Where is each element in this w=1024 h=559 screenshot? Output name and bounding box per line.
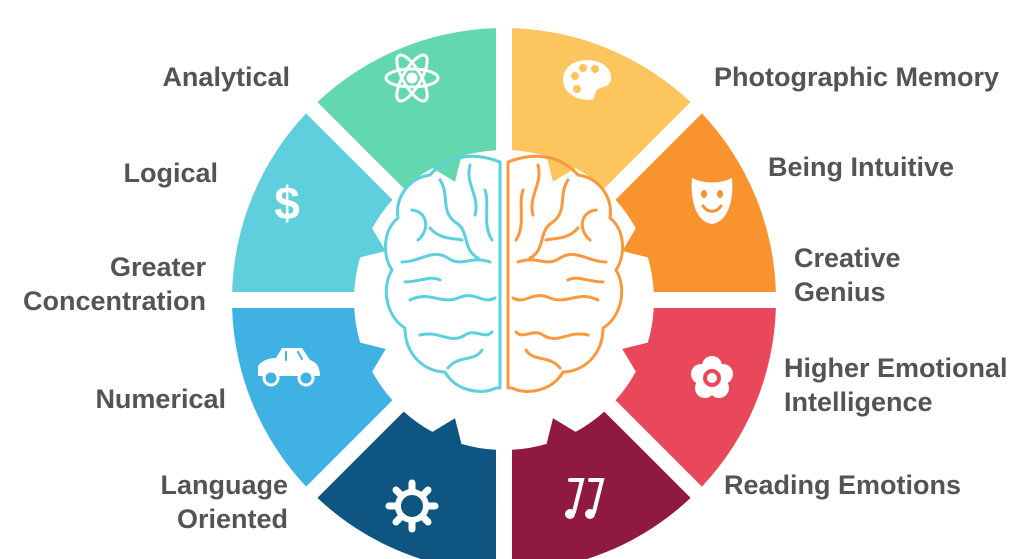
label-higher-emotional-intelligence: Higher Emotional Intelligence (784, 351, 1008, 419)
label-text: Language (160, 470, 288, 500)
label-being-intuitive: Being Intuitive (768, 150, 954, 184)
segment-emotional-intelligence (615, 307, 776, 487)
label-text: Greater (109, 252, 206, 282)
label-text: Creative (794, 243, 901, 273)
label-text: Numerical (95, 384, 226, 414)
label-photographic-memory: Photographic Memory (714, 60, 999, 94)
label-reading-emotions: Reading Emotions (724, 468, 961, 502)
ring-segments (232, 28, 776, 559)
label-creative-genius: Creative Genius (794, 241, 901, 309)
segment-logical (232, 113, 393, 293)
label-text: Being Intuitive (768, 152, 955, 182)
dollar-icon: $ (274, 177, 300, 229)
brain-illustration (384, 154, 624, 393)
atom-icon (384, 53, 440, 103)
label-text: Logical (123, 158, 218, 188)
music-note-icon (565, 478, 605, 519)
label-text: Concentration (22, 286, 206, 316)
label-logical: Logical (123, 156, 218, 190)
label-numerical: Numerical (95, 382, 226, 416)
right-brain-hemisphere (506, 154, 624, 393)
mask-icon (691, 178, 733, 224)
flower-icon (691, 356, 733, 398)
label-text: Analytical (162, 62, 290, 92)
segment-language (317, 411, 497, 559)
svg-text:$: $ (274, 177, 300, 229)
car-icon (258, 348, 320, 387)
label-text: Photographic Memory (714, 62, 1000, 92)
segment-concentration (232, 307, 393, 487)
label-text: Intelligence (784, 387, 933, 417)
left-brain-hemisphere (384, 154, 502, 393)
gear-icon (385, 479, 439, 533)
label-text: Reading Emotions (724, 470, 962, 500)
segment-analytical (317, 28, 497, 189)
palette-icon (563, 60, 612, 100)
label-analytical: Analytical (162, 60, 290, 94)
label-text: Genius (794, 277, 886, 307)
label-greater-concentration: Greater Concentration (23, 250, 206, 318)
segment-photographic-memory (511, 28, 691, 189)
label-text: Higher Emotional (784, 353, 1008, 383)
label-language-oriented: Language Oriented (160, 468, 288, 536)
label-text: Oriented (176, 504, 288, 534)
